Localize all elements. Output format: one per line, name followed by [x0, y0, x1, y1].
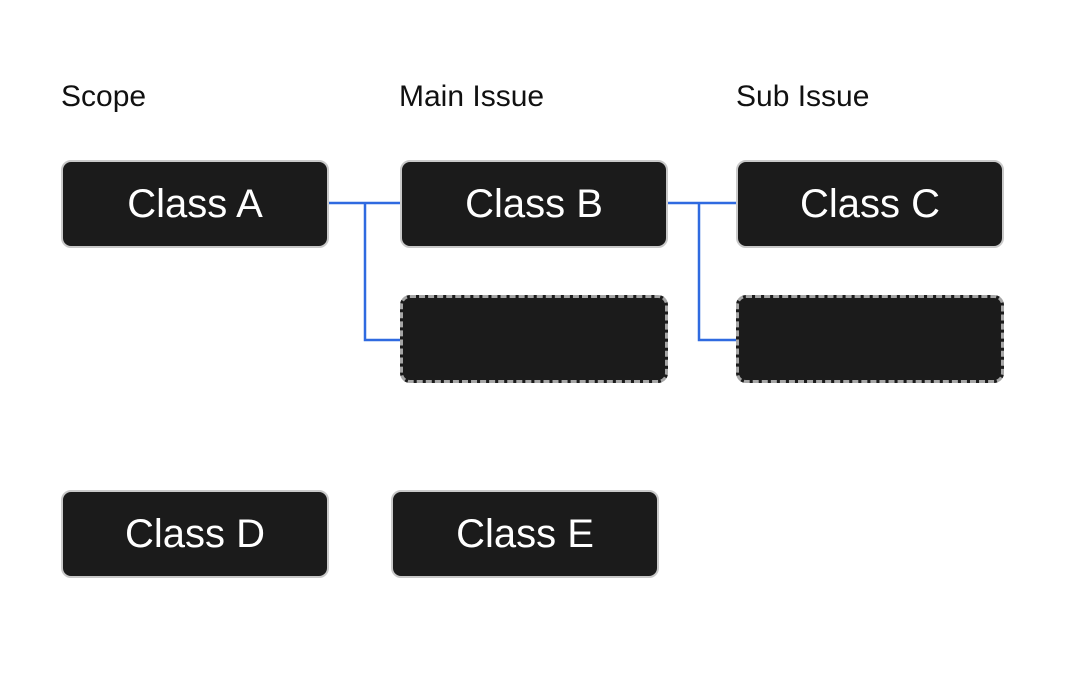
scope-header: Scope: [61, 80, 147, 113]
class-e-label: Class E: [456, 511, 594, 556]
main-issue-placeholder-node[interactable]: [400, 295, 668, 383]
class-a-node[interactable]: Class A: [61, 160, 329, 248]
class-e-node[interactable]: Class E: [391, 490, 659, 578]
class-d-node[interactable]: Class D: [61, 490, 329, 578]
sub-issue-header: Sub Issue: [736, 80, 870, 113]
main-issue-header: Main Issue: [399, 80, 545, 113]
connector-b-to-placeholder: [697, 203, 736, 342]
class-c-label: Class C: [799, 181, 941, 226]
class-c-node[interactable]: Class C: [736, 160, 1004, 248]
class-d-label: Class D: [124, 511, 266, 556]
class-b-label: Class B: [465, 181, 603, 226]
connector-a-to-placeholder: [363, 203, 400, 342]
sub-issue-placeholder-node[interactable]: [736, 295, 1004, 383]
class-a-label: Class A: [127, 181, 263, 226]
class-b-node[interactable]: Class B: [400, 160, 668, 248]
